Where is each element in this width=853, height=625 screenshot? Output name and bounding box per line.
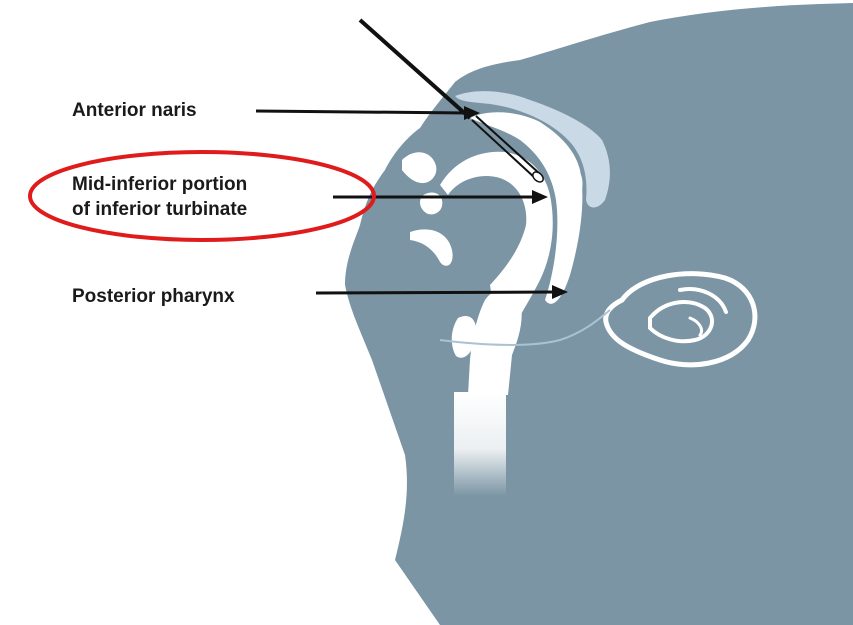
- head-silhouette: [345, 3, 853, 625]
- arrow-anterior-naris: [256, 111, 468, 113]
- label-turbinate-line-2: of inferior turbinate: [72, 197, 247, 222]
- arrow-posterior-pharynx: [316, 292, 555, 293]
- label-turbinate-line-1: Mid-inferior portion: [72, 172, 247, 197]
- trachea: [454, 392, 506, 496]
- label-anterior-naris: Anterior naris: [72, 98, 197, 123]
- label-posterior-pharynx: Posterior pharynx: [72, 284, 235, 309]
- label-mid-inferior-turbinate: Mid-inferior portion of inferior turbina…: [72, 172, 247, 222]
